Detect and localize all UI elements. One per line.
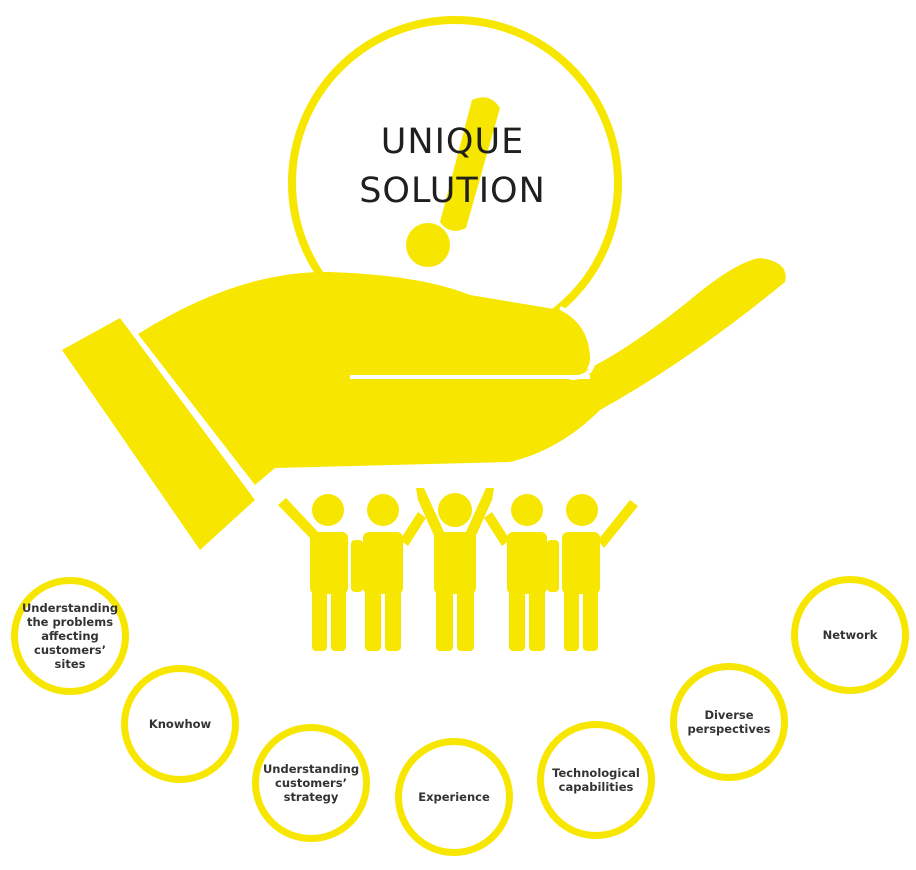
exclamation-icon: [406, 97, 500, 267]
factor-label: Understanding customers’ strategy: [262, 762, 360, 804]
headline-line-2: SOLUTION: [359, 171, 546, 211]
headline-line-1: UNIQUE: [380, 122, 525, 162]
factor-bubble-technological-capabilities: Technological capabilities: [537, 721, 655, 839]
factor-label: Knowhow: [148, 717, 212, 731]
factor-bubble-customer-strategy: Understanding customers’ strategy: [252, 724, 370, 842]
factor-label: Diverse perspectives: [687, 708, 771, 736]
factor-bubble-knowhow: Knowhow: [121, 665, 239, 783]
factor-label: Technological capabilities: [552, 766, 640, 794]
people-group-icon: [278, 488, 638, 651]
hand-icon: [62, 258, 786, 550]
factor-label: Understanding the problems affecting cus…: [21, 601, 119, 671]
factor-bubble-diverse-perspectives: Diverse perspectives: [670, 663, 788, 781]
factor-label: Network: [822, 628, 878, 642]
headline: UNIQUE SOLUTION: [310, 118, 595, 216]
factor-bubble-site-problems: Understanding the problems affecting cus…: [11, 577, 129, 695]
factor-bubble-network: Network: [791, 576, 909, 694]
factor-bubble-experience: Experience: [395, 738, 513, 856]
factor-label: Experience: [418, 790, 490, 804]
